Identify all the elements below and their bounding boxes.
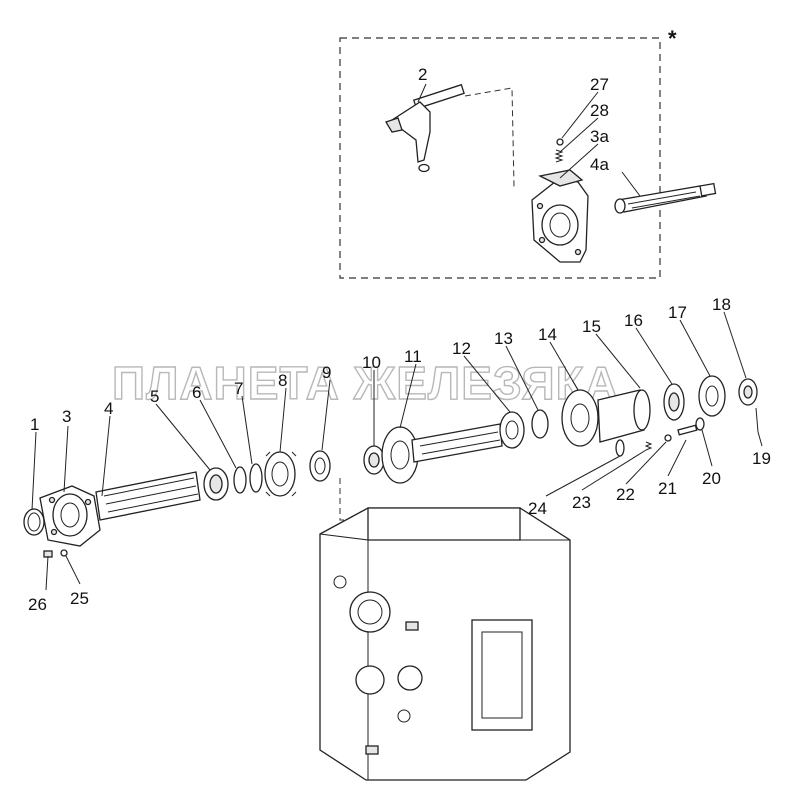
part-15-synchronizer[interactable] (597, 389, 651, 443)
callout-18: 18 (712, 295, 731, 314)
part-25-washer[interactable] (60, 549, 68, 557)
callout-11: 11 (404, 347, 422, 366)
part-8-gear[interactable] (264, 451, 297, 497)
part-5-bearing[interactable] (203, 467, 229, 501)
callout-14: 14 (538, 325, 557, 344)
callout-23: 23 (572, 493, 591, 512)
callout-12: 12 (452, 339, 471, 358)
part-9-gear[interactable] (309, 450, 331, 482)
inset-frame (339, 37, 661, 279)
part-6-ring[interactable] (233, 466, 247, 494)
callout-19: 19 (752, 449, 771, 468)
part-17-gear[interactable] (698, 375, 726, 417)
callout-20: 20 (702, 469, 721, 488)
callout-17: 17 (668, 303, 687, 322)
part-3-flange[interactable] (39, 485, 101, 547)
callout-16: 16 (624, 311, 643, 330)
callout-15: 15 (582, 317, 601, 336)
part-4-splined-shaft[interactable] (95, 471, 201, 521)
part-10-bearing[interactable] (363, 445, 385, 475)
callout-9: 9 (322, 363, 331, 382)
callout-8: 8 (278, 371, 287, 390)
gearbox-housing[interactable] (319, 507, 571, 781)
callout-6: 6 (192, 383, 201, 402)
callout-22: 22 (616, 485, 635, 504)
part-16-bearing[interactable] (663, 383, 685, 421)
callout-28: 28 (590, 101, 609, 120)
part-11-gear-shaft[interactable] (381, 423, 503, 484)
callout-4: 4 (104, 399, 113, 418)
part-3a-housing[interactable] (531, 169, 589, 263)
part-24-ring[interactable] (615, 439, 625, 457)
part-1-snap-ring[interactable] (23, 508, 45, 536)
part-28-spring[interactable] (554, 149, 564, 163)
callout-3a: 3а (590, 127, 609, 146)
watermark: ПЛАНЕТА ЖЕЛЕЗЯКА (112, 357, 619, 409)
part-22-ball[interactable] (664, 434, 672, 442)
part-4a-splined-shaft[interactable] (614, 182, 717, 214)
callout-21: 21 (658, 479, 677, 498)
callout-13: 13 (494, 329, 513, 348)
part-13-ring[interactable] (531, 409, 549, 439)
callout-7: 7 (234, 379, 243, 398)
callout-27: 27 (590, 75, 609, 94)
main-shaft-assembly (23, 375, 759, 558)
callout-1: 1 (30, 415, 39, 434)
callout-26: 26 (28, 595, 47, 614)
part-21-pin[interactable] (677, 424, 698, 436)
part-18-nut[interactable] (738, 378, 758, 406)
part-7-ring[interactable] (249, 463, 263, 493)
part-2-shift-fork[interactable] (385, 83, 518, 187)
callout-labels: 1 2 3 3а 4 4а 5 6 7 8 9 10 11 12 13 14 1… (28, 65, 771, 614)
callout-5: 5 (150, 387, 159, 406)
leader-lines (31, 83, 763, 591)
inset-marker: * (668, 26, 677, 51)
part-19-pin[interactable] (755, 407, 759, 433)
part-20-washer[interactable] (695, 417, 705, 431)
part-23-spring[interactable] (644, 441, 653, 451)
part-14-gear[interactable] (561, 389, 599, 447)
callout-25: 25 (70, 589, 89, 608)
inset-detail: * (339, 26, 717, 279)
callout-3: 3 (62, 407, 71, 426)
part-12-gear[interactable] (499, 411, 525, 449)
callout-10: 10 (362, 353, 381, 372)
callout-2: 2 (418, 65, 427, 84)
callout-4a: 4а (590, 155, 609, 174)
callout-24: 24 (528, 499, 547, 518)
part-27-ball[interactable] (556, 138, 564, 146)
